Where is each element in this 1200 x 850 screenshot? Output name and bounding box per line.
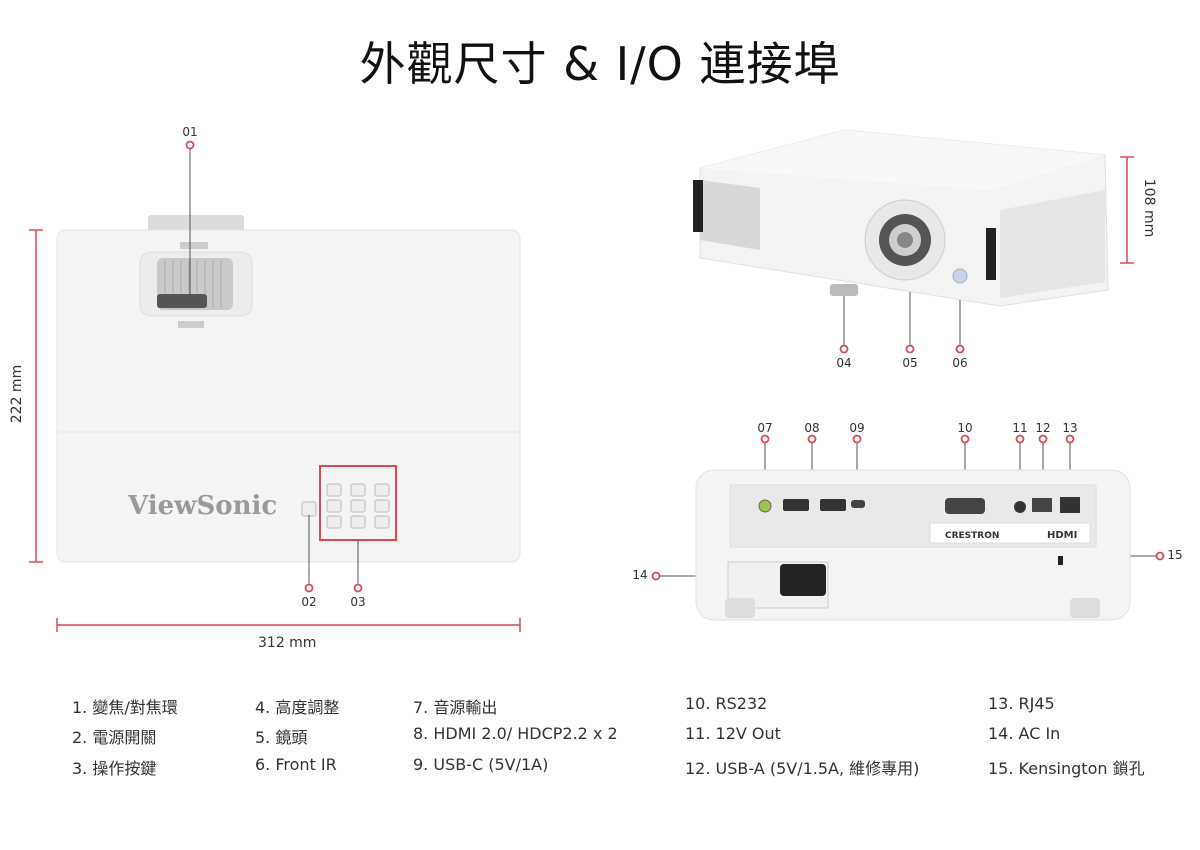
callout-label-02: 02 — [301, 595, 317, 609]
legend-item: 13. RJ45 — [988, 694, 1055, 713]
legend-item: 4. 高度調整 — [255, 698, 340, 717]
callout-label-03: 03 — [350, 595, 366, 609]
legend-item: 12. USB-A (5V/1.5A, 維修專用) — [685, 759, 920, 778]
callout-label-15: 15 — [1167, 548, 1183, 562]
callout-label-07: 07 — [757, 421, 773, 435]
legend-item: 6. Front IR — [255, 755, 337, 774]
callout-dots — [185, 140, 1165, 593]
legend-item: 15. Kensington 鎖孔 — [988, 759, 1145, 778]
projector-front-view — [693, 129, 1109, 307]
callout-label-08: 08 — [804, 421, 820, 435]
legend-item: 9. USB-C (5V/1A) — [413, 755, 549, 774]
callout-label-10: 10 — [957, 421, 973, 435]
dim-width-top: 312 mm — [258, 635, 317, 651]
svg-text:HDMI: HDMI — [1047, 530, 1077, 541]
dim-height-top: 222 mm — [9, 364, 25, 424]
legend-item: 3. 操作按鍵 — [72, 759, 157, 778]
projector-rear-view: CRESTRON HDMI — [695, 469, 1131, 621]
legend-item: 8. HDMI 2.0/ HDCP2.2 x 2 — [413, 724, 618, 743]
callout-label-09: 09 — [849, 421, 865, 435]
dim-height-side: 108 mm — [1141, 178, 1157, 238]
legend-item: 10. RS232 — [685, 694, 768, 713]
dimension-lines-top — [29, 156, 1134, 632]
legend-item: 11. 12V Out — [685, 724, 781, 743]
legend-item: 1. 變焦/對焦環 — [72, 698, 178, 717]
legend-item: 14. AC In — [988, 724, 1061, 743]
legend-item: 2. 電源開關 — [72, 728, 157, 747]
callout-label-01: 01 — [182, 125, 198, 139]
callout-label-05: 05 — [902, 356, 918, 370]
brand-logo: ViewSonic — [128, 491, 278, 521]
page-title: 外觀尺寸 & I/O 連接埠 — [359, 37, 841, 91]
callout-label-14: 14 — [632, 568, 648, 582]
projector-top-view — [56, 215, 521, 563]
callout-label-06: 06 — [952, 356, 968, 370]
legend-item: 5. 鏡頭 — [255, 728, 308, 747]
svg-text:CRESTRON: CRESTRON — [945, 531, 999, 541]
callout-label-13: 13 — [1062, 421, 1078, 435]
legend-item: 7. 音源輸出 — [413, 698, 498, 717]
callout-label-11: 11 — [1012, 421, 1028, 435]
callout-label-04: 04 — [836, 356, 852, 370]
callout-label-12: 12 — [1035, 421, 1051, 435]
